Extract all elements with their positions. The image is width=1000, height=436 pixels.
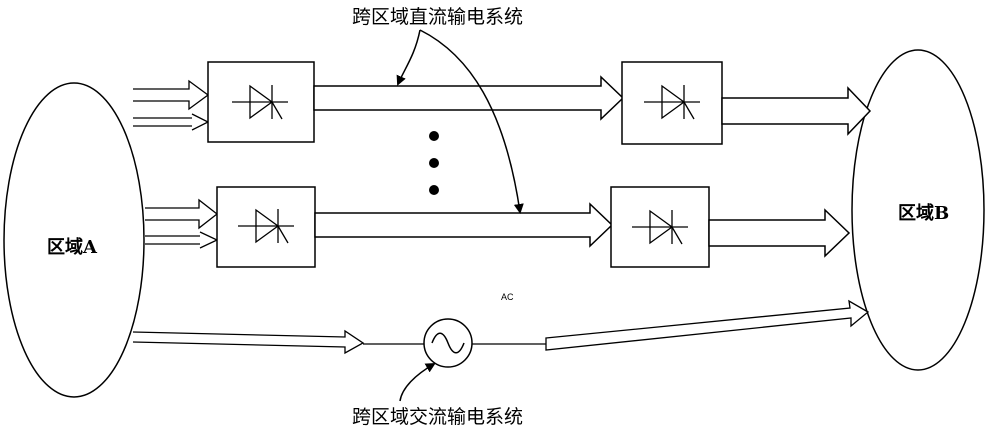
dc-label-pointer-right	[419, 29, 524, 214]
ac-source-icon	[423, 318, 473, 368]
ac-system-label: 跨区域交流输电系统	[352, 406, 524, 428]
region-b-ellipse	[851, 49, 985, 371]
input-arrow-upper-1	[133, 79, 210, 111]
input-arrow-lower-1	[145, 198, 219, 230]
converter-lower-left	[216, 186, 316, 268]
dc-line-lower	[314, 202, 614, 248]
ac-label: AC	[501, 292, 514, 302]
dc-label-pointer-left	[396, 29, 421, 86]
converter-upper-right	[621, 61, 723, 145]
region-a-label: 区域A	[47, 237, 97, 258]
ac-output-arrow	[545, 299, 870, 351]
ac-label-pointer	[399, 362, 436, 402]
output-arrow-upper	[721, 86, 872, 136]
ac-input-arrow	[132, 329, 365, 355]
input-arrow-upper-2	[133, 113, 210, 131]
region-b-label: 区域B	[898, 203, 950, 224]
ellipsis-dot	[429, 185, 439, 195]
region-a-ellipse	[3, 82, 145, 398]
input-arrow-lower-2	[145, 231, 219, 249]
dc-line-upper	[313, 75, 625, 121]
dc-system-label: 跨区域直流输电系统	[352, 6, 524, 28]
output-arrow-lower	[708, 208, 851, 258]
ellipsis-dot	[429, 158, 439, 168]
ellipsis-dot	[429, 131, 439, 141]
